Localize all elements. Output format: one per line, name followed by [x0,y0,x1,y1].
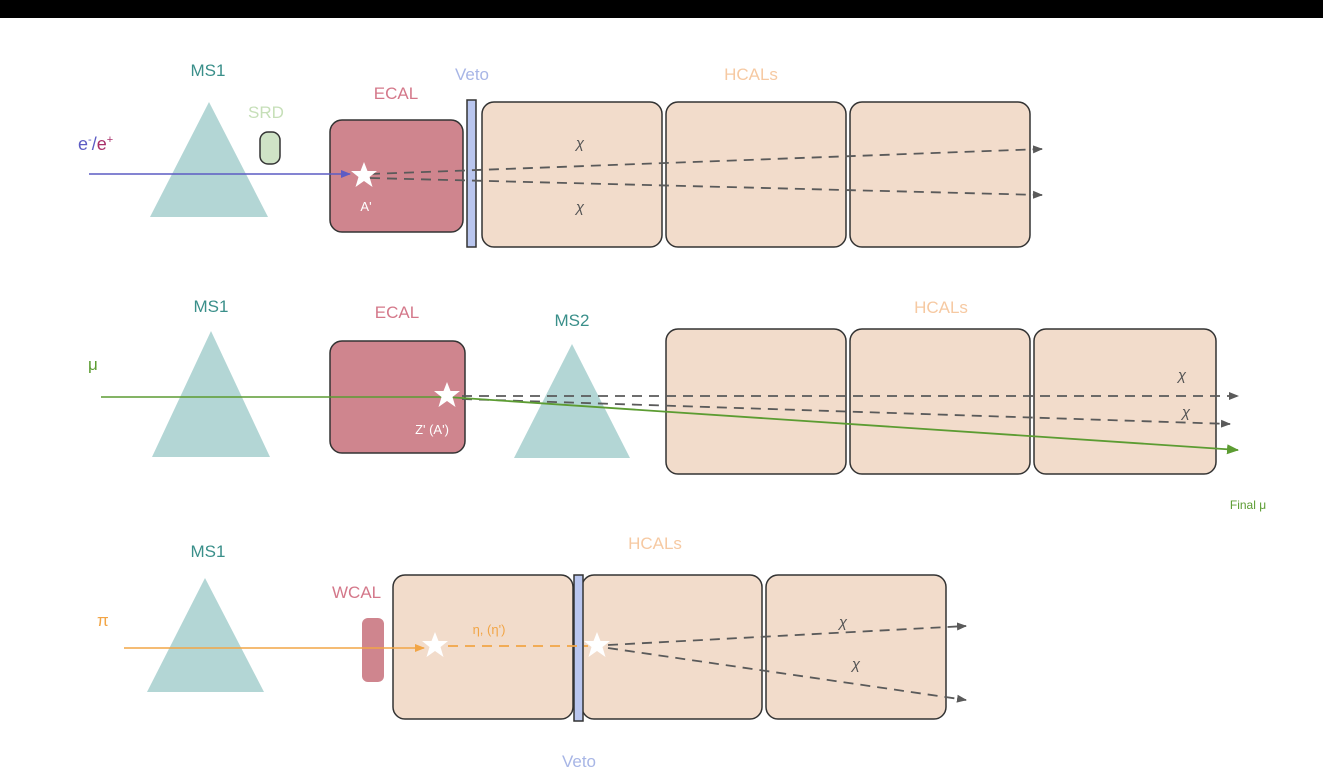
ms1-label: MS1 [191,61,226,80]
ecal-label: ECAL [375,303,419,322]
row-muon-setup: MS1 μ ECAL MS2 HCALs Z' (A') χ χ Final μ [88,297,1266,512]
ms2-magnet [514,344,630,458]
final-muon-label: Final μ [1230,498,1266,512]
star-label: Z' (A') [415,422,449,437]
beam-label-electron: e-/e+ [78,134,113,154]
hcal-module-3 [849,101,1031,248]
ms1-magnet [150,102,268,217]
hcals-label: HCALs [628,534,682,553]
hcal-module-1 [665,328,847,475]
chi-label-lower: χ [850,656,861,673]
chi-label-upper: χ [837,614,848,631]
hcal-module-2 [665,101,847,248]
hcal-module-1 [481,101,663,248]
eta-label: η, (η') [473,622,506,637]
wcal-label: WCAL [332,583,381,602]
hcal-module-2 [581,574,763,720]
hcal-module-2 [849,328,1031,475]
row-electron-setup: MS1 e-/e+ SRD ECAL Veto HCALs A' χ χ [78,61,1043,248]
chi-track-upper [607,622,967,646]
chi-label-lower: χ [574,199,585,216]
beam-label-muon: μ [88,355,98,374]
hcal-module-3 [765,574,947,720]
wcal-block [362,618,384,682]
chi-track-lower [607,647,967,703]
veto-counter [573,574,584,722]
interaction-star [434,382,460,407]
veto-label: Veto [455,65,489,84]
hcals-label: HCALs [914,298,968,317]
chi-track-lower [461,398,1231,428]
chi-label-lower: χ [1180,404,1191,421]
ecal-label: ECAL [374,84,418,103]
ecal-block [329,119,464,233]
ms2-label: MS2 [555,311,590,330]
srd-label: SRD [248,103,284,122]
ms1-label: MS1 [191,542,226,561]
hcal-module-1 [392,574,574,720]
srd-detector [259,131,281,165]
hcals-label: HCALs [724,65,778,84]
veto-counter [466,99,477,248]
hcal-module-3 [1033,328,1217,475]
chi-label-upper: χ [574,135,585,152]
veto-label: Veto [562,752,596,771]
beam-label-pion: π [97,611,109,630]
ms1-magnet [147,578,264,692]
ms1-magnet [152,331,270,457]
final-muon-arrow [446,396,1239,455]
row-pion-setup: MS1 π WCAL HCALs Veto η, (η') χ χ [97,534,967,771]
star-label: A' [360,199,371,214]
interaction-star [351,162,377,187]
interaction-star-decay [584,632,610,657]
interaction-star-eta [422,632,448,657]
ms1-label: MS1 [194,297,229,316]
chi-label-upper: χ [1176,367,1187,384]
